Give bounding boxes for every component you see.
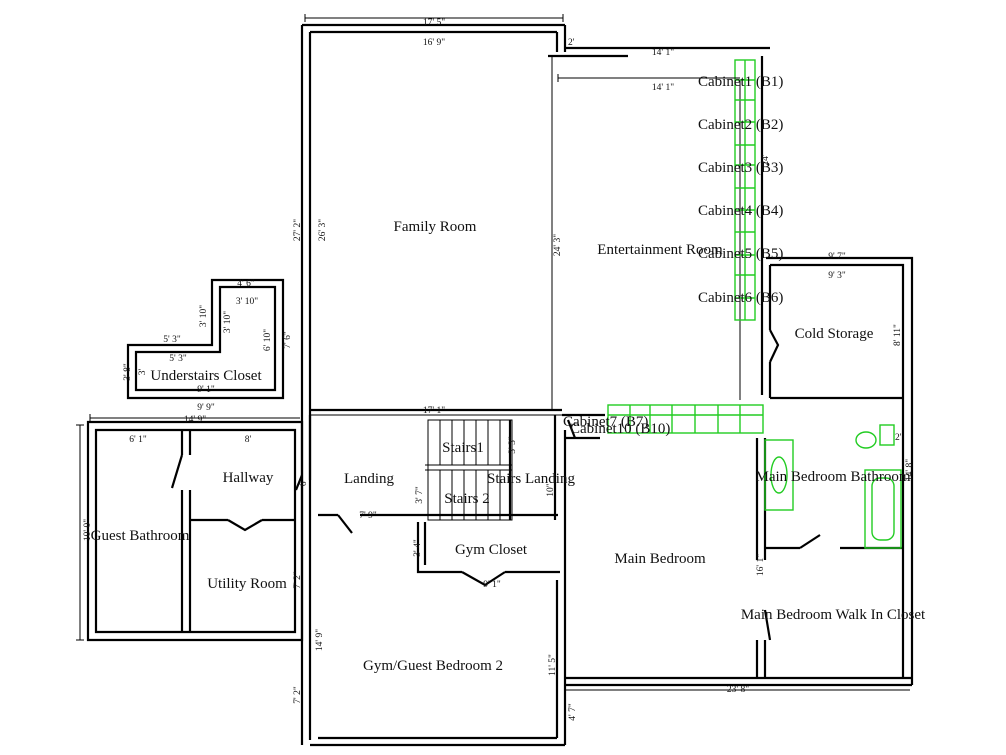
room-label-gym-guest-bedroom: Gym/Guest Bedroom 2 xyxy=(363,658,503,674)
dim-closet-side: 16' 1" xyxy=(756,554,766,576)
dim-gym-right: 11' 5" xyxy=(548,654,558,676)
room-label-family-room: Family Room xyxy=(394,219,477,235)
dimension-lines xyxy=(76,14,910,691)
cabinet-label-3: Cabinet3 (B3) xyxy=(698,160,783,176)
dim-us-right-inner: 6' 10" xyxy=(263,329,273,351)
dim-cab-height: 24' xyxy=(761,154,771,166)
dim-cold-side: 8' 11" xyxy=(893,324,903,346)
dim-us-top-outer: 4' 6" xyxy=(237,279,255,289)
dim-left-outer: 14' 9" xyxy=(184,415,206,425)
dim-top-outer: 17' 5" xyxy=(423,18,445,28)
dim-bath-side: 14' 8" xyxy=(905,459,915,481)
dim-us-right-outer: 7' 6" xyxy=(283,331,293,349)
dim-stair-small: 3' 7" xyxy=(415,486,425,504)
dim-hall-w: 8' xyxy=(245,435,252,445)
landing-stairs xyxy=(294,415,558,534)
dim-stairs-h: 3' 3" xyxy=(508,436,518,454)
room-label-stairs2: Stairs 2 xyxy=(444,491,489,507)
room-label-stairs-landing: Stairs Landing xyxy=(487,471,575,487)
cabinet-label-5: Cabinet5 (B5) xyxy=(698,246,783,262)
dim-small-2: 2' xyxy=(568,38,575,48)
dim-us-mid-outer: 5' 3" xyxy=(163,335,181,345)
room-label-main-bedroom-bathroom: Main Bedroom Bathroom xyxy=(756,469,911,485)
dim-us-small-inner: 3' xyxy=(138,368,148,375)
dim-us-small-outer: 3' 8" xyxy=(123,363,133,381)
cabinet-label-10: Cabinet10 (B10) xyxy=(570,421,670,437)
dim-gym-closet-h: 3' 4" xyxy=(413,539,423,557)
dim-family-height-outer: 27' 2" xyxy=(293,219,303,241)
dim-landing-w: 17' 1" xyxy=(423,406,445,416)
room-label-main-bedroom: Main Bedroom xyxy=(614,551,706,567)
dim-guest-h: 10' 0" xyxy=(83,519,93,541)
dim-cold-inner: 9' 3" xyxy=(828,271,846,281)
bathroom-fixtures xyxy=(764,424,902,549)
room-label-utility-room: Utility Room xyxy=(207,576,287,592)
dim-main-bottom: 23' 8" xyxy=(727,685,749,695)
cabinet-label-4: Cabinet4 (B4) xyxy=(698,203,783,219)
cabinet-label-7: Cabinet7 (B7) xyxy=(563,414,648,430)
room-label-guest-bathroom: Guest Bathroom xyxy=(91,528,190,544)
dim-top-inner: 16' 9" xyxy=(423,38,445,48)
cabinet-label-2: Cabinet2 (B2) xyxy=(698,117,783,133)
dim-us-bottom-inner: 9' 1" xyxy=(197,385,215,395)
cabinets-horizontal xyxy=(607,404,764,434)
room-label-cold-storage: Cold Storage xyxy=(795,326,874,342)
left-block-walls xyxy=(86,420,304,642)
dim-utility-side: 7' 2" xyxy=(293,571,303,589)
room-label-main-bedroom-walk-in-closet: Main Bedroom Walk In Closet xyxy=(741,607,926,623)
cabinet-label-6: Cabinet6 (B6) xyxy=(698,290,783,306)
dim-us-mid-inner: 5' 3" xyxy=(169,354,187,364)
room-label-entertainment-room: Entertainment Room xyxy=(597,242,723,258)
dim-us-left-inner: 3' 10" xyxy=(223,311,233,333)
dim-cold-outer: 9' 7" xyxy=(828,252,846,262)
dim-ent-height: 24' 3" xyxy=(553,234,563,256)
room-label-gym-closet: Gym Closet xyxy=(455,542,528,558)
dim-gym-closet-w: 9' 1" xyxy=(483,580,501,590)
room-label-landing: Landing xyxy=(344,471,394,487)
dim-gym-side: 7' 2" xyxy=(293,686,303,704)
cabinets-vertical xyxy=(734,59,756,321)
cabinet-label-1: Cabinet1 (B1) xyxy=(698,74,783,90)
dim-ent-outer: 14' 1" xyxy=(652,48,674,58)
dim-bath-2: 2' xyxy=(895,433,902,443)
room-label-hallway: Hallway xyxy=(223,470,274,486)
dim-guest-w: 6' 1" xyxy=(129,435,147,445)
gym-guest-bedroom-walls xyxy=(310,430,567,747)
dim-landing-small: 6' xyxy=(299,479,309,486)
dim-us-bottom-outer: 9' 9" xyxy=(197,403,215,413)
main-bedroom-walls xyxy=(562,413,912,687)
dim-us-left-outer: 3' 10" xyxy=(199,305,209,327)
room-label-understairs-closet: Understairs Closet xyxy=(150,368,262,384)
understairs-closet-walls xyxy=(126,278,285,400)
dim-landing-bottom: 7' 9" xyxy=(359,511,377,521)
dim-gym-h: 14' 9" xyxy=(315,629,325,651)
dim-stairs-10: 10" xyxy=(546,483,556,497)
room-label-stairs1: Stairs1 xyxy=(442,440,484,456)
dim-ent-inner: 14' 1" xyxy=(652,83,674,93)
dim-bottom-small: 4' 7" xyxy=(568,703,578,721)
dimension-labels: 17' 5" 16' 9" 14' 1" 14' 1" 2' 27' 2" 26… xyxy=(83,18,915,721)
dim-family-height-inner: 26' 3" xyxy=(318,219,328,241)
entertainment-room-walls xyxy=(548,46,770,400)
cold-storage-walls xyxy=(766,256,914,685)
family-room-walls xyxy=(300,23,567,745)
dim-us-top-inner: 3' 10" xyxy=(236,297,258,307)
gym-closet-walls xyxy=(416,522,560,587)
